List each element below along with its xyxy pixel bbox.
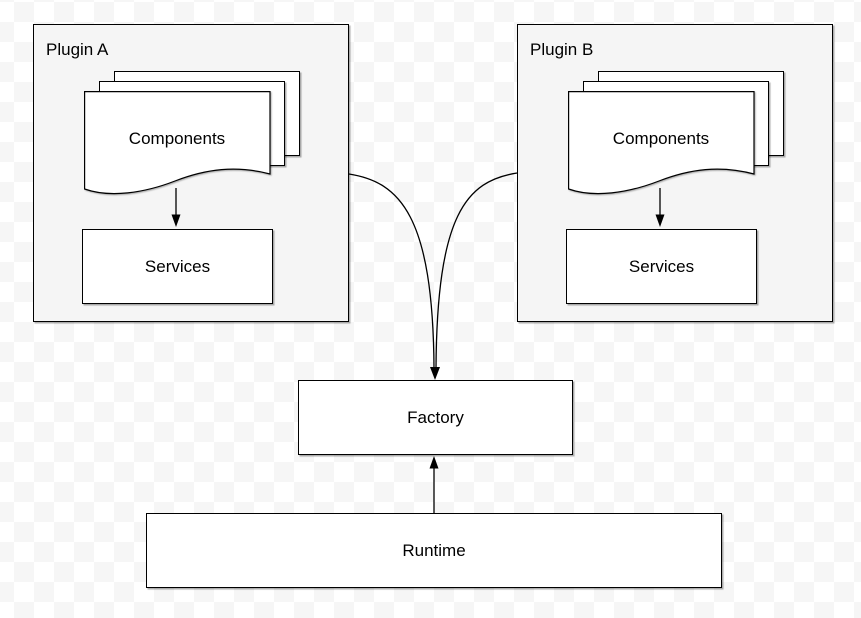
arrow-plugin-a-to-factory <box>348 173 435 369</box>
arrowhead-runtime-to-factory <box>429 456 439 469</box>
arrowhead-plugins-to-factory <box>430 367 440 380</box>
components-document-shape <box>568 91 755 195</box>
factory-label: Factory <box>407 407 464 427</box>
plugin-b-group: Plugin B Components Services <box>517 24 833 322</box>
document-outline <box>84 91 271 195</box>
runtime-node: Runtime <box>146 513 722 588</box>
runtime-label: Runtime <box>402 540 466 560</box>
components-label-b: Components <box>612 129 710 148</box>
plugin-a-group: Plugin A Components Services <box>33 24 349 322</box>
arrow-plugin-b-to-factory <box>435 172 518 369</box>
components-document-shape <box>84 91 271 195</box>
services-label-a: Services <box>144 256 211 276</box>
factory-node: Factory <box>298 380 573 455</box>
plugin-a-label: Plugin A <box>46 40 109 59</box>
services-node-b: Services <box>566 229 757 304</box>
document-outline <box>568 91 755 195</box>
components-label-a: Components <box>128 129 226 148</box>
services-label-b: Services <box>628 256 695 276</box>
plugin-b-label: Plugin B <box>530 40 594 59</box>
services-node-a: Services <box>82 229 273 304</box>
